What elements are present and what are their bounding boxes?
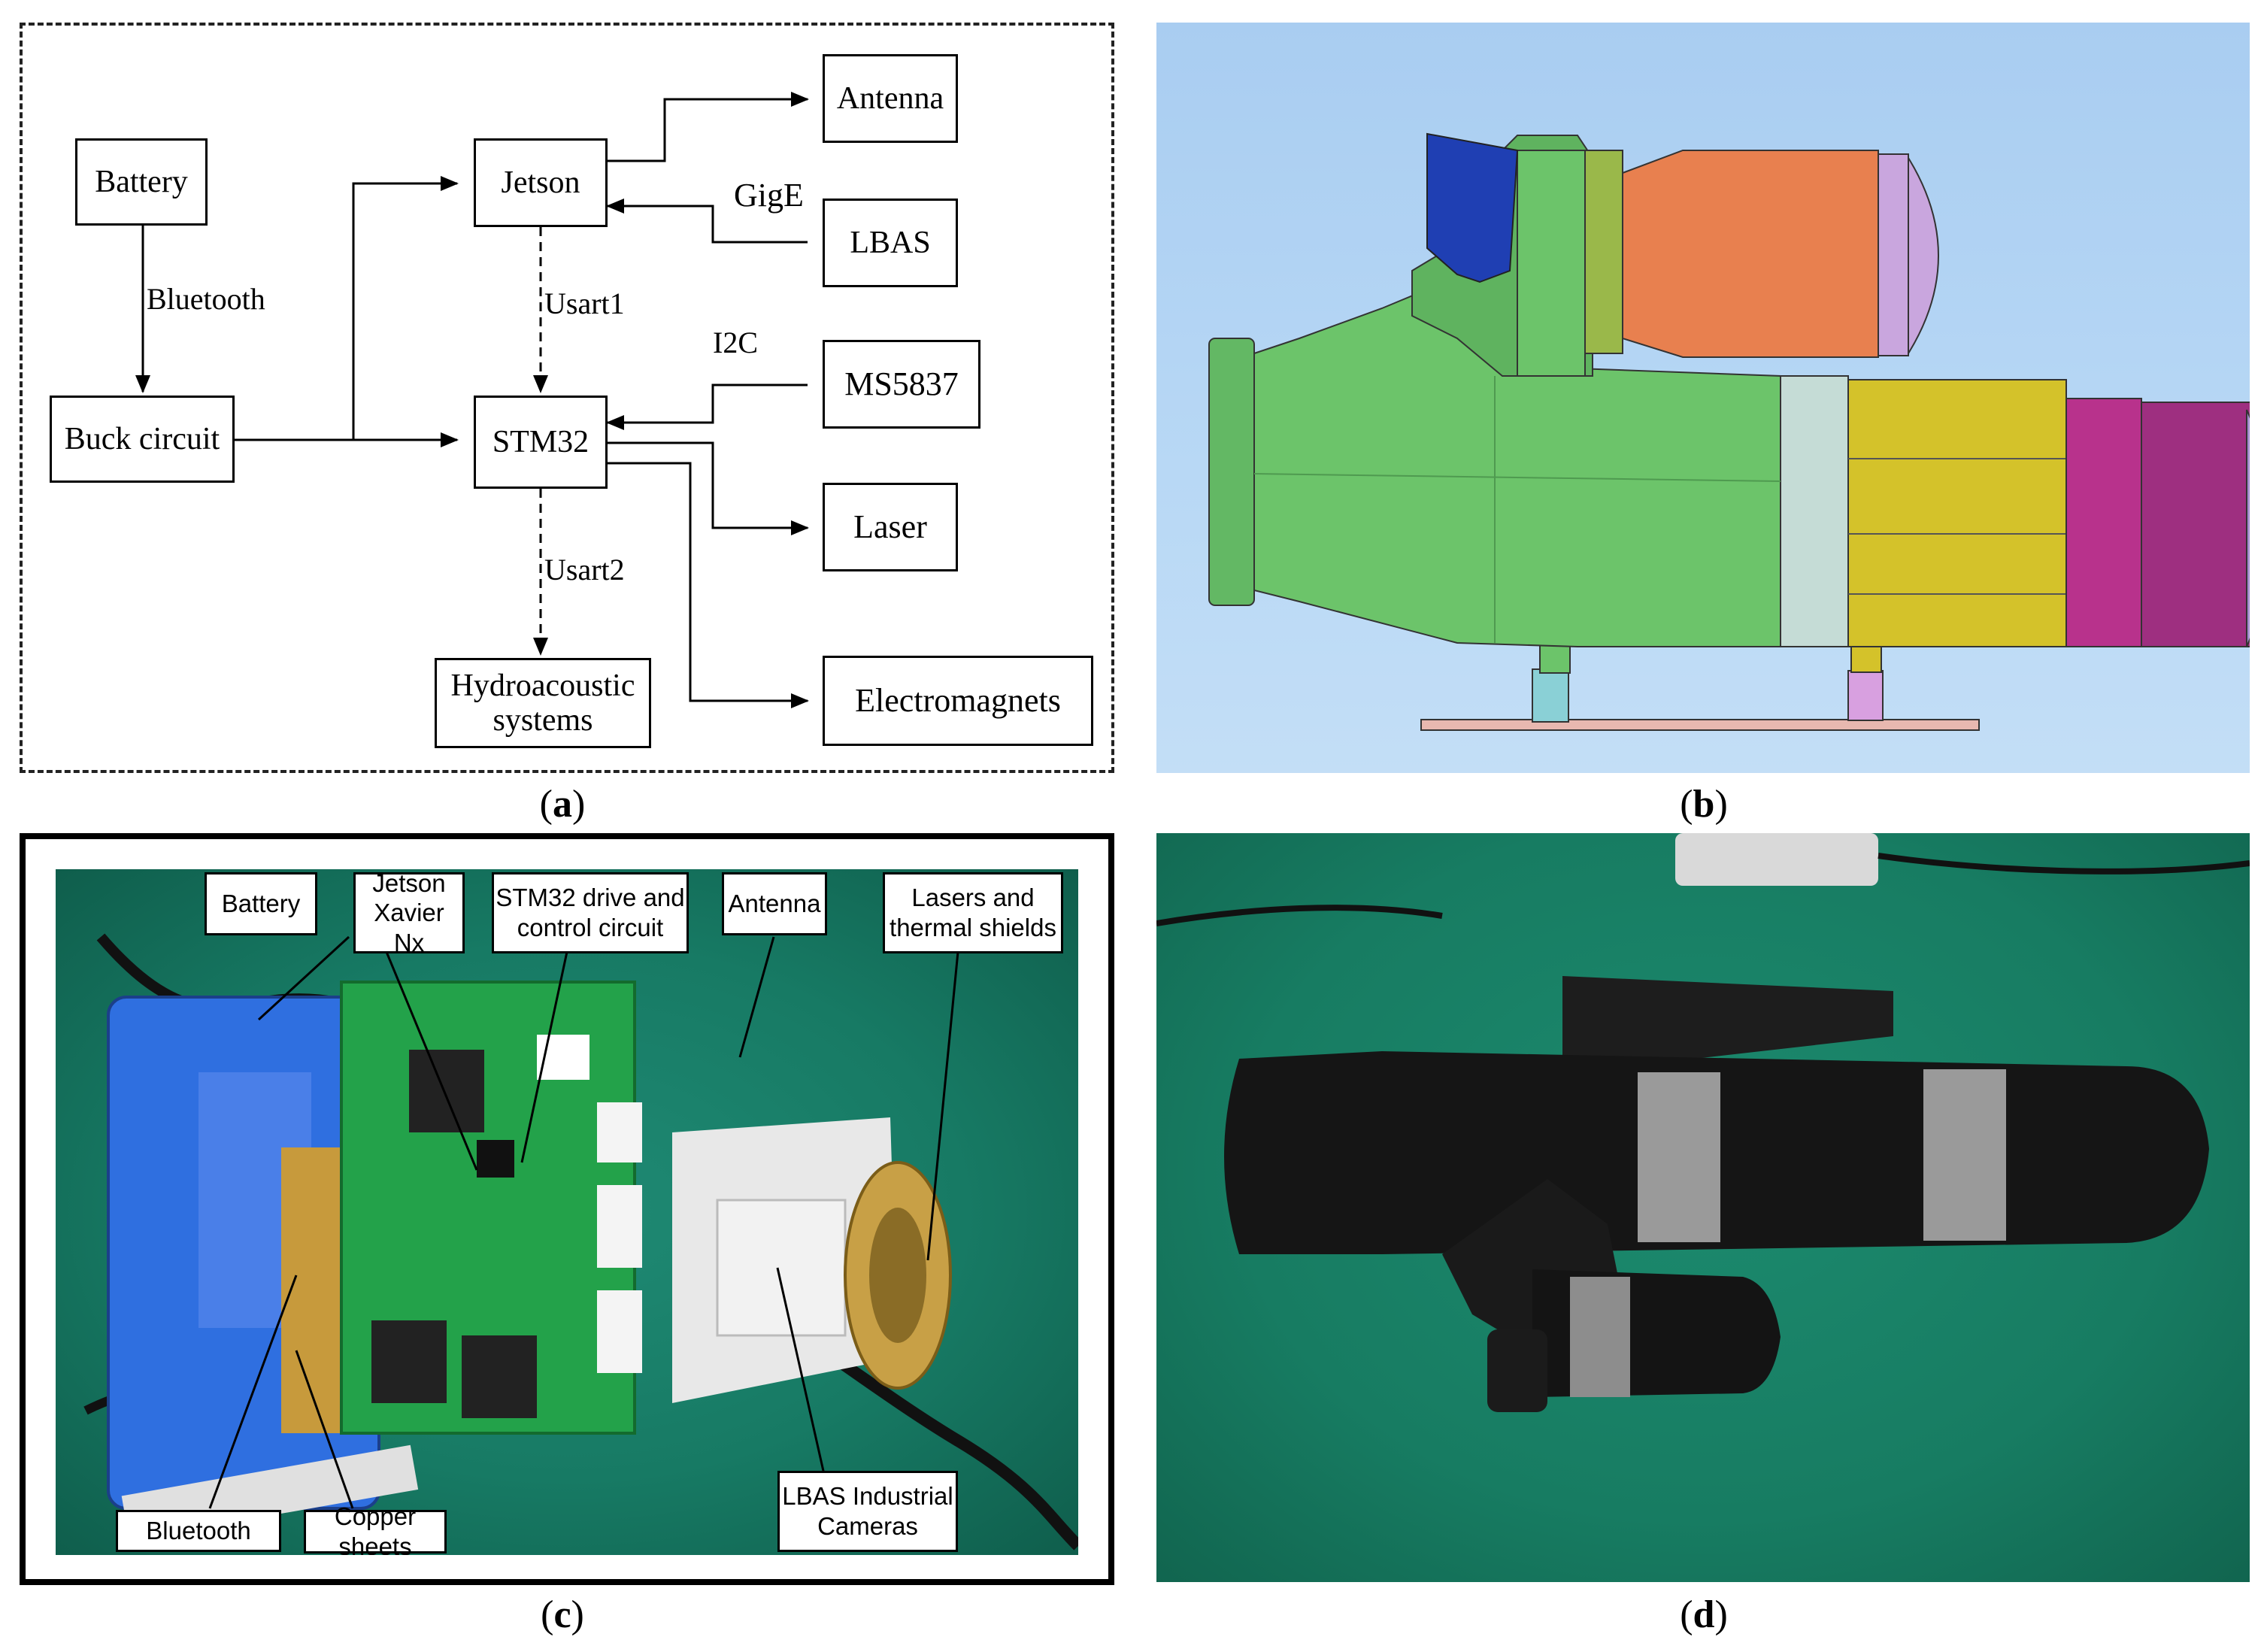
mcu-chip — [477, 1140, 514, 1178]
hardware-photo: Battery Jetson Xavier Nx STM32 drive and… — [56, 869, 1078, 1555]
power-module — [371, 1320, 447, 1403]
copper-sheet — [281, 1147, 349, 1433]
cad-green-neck-side — [1517, 150, 1586, 377]
cad-magenta-section — [2065, 398, 2142, 647]
callout-stm32-circuit: STM32 drive and control circuit — [492, 872, 689, 953]
pcb-connector — [597, 1102, 642, 1162]
edge-jetson-antenna — [608, 92, 809, 162]
power-module — [409, 1050, 484, 1132]
caption-d: (d) — [1680, 1593, 1728, 1636]
cable-gland — [1487, 1329, 1547, 1412]
cad-blue-cap — [1426, 132, 1519, 283]
hardware-photo-panel: Battery Jetson Xavier Nx STM32 drive and… — [20, 833, 1114, 1585]
block-diagram-connectors — [135, 92, 809, 708]
callout-battery: Battery — [205, 872, 317, 935]
cad-magenta-section-2 — [2141, 402, 2255, 647]
node-stm32: STM32 — [474, 396, 608, 489]
steel-band — [1638, 1072, 1720, 1242]
hardware-photo-illustration — [83, 933, 1078, 1550]
cad-model-illustration — [1208, 132, 2267, 731]
edge-label-i2c: I2C — [713, 326, 758, 359]
caption-b: (b) — [1680, 783, 1728, 826]
mounting-plate — [1562, 976, 1893, 1074]
cad-teal-band — [1780, 375, 1849, 647]
pcb-connector — [597, 1185, 642, 1268]
node-ms5837: MS5837 — [823, 340, 980, 429]
node-antenna: Antenna — [823, 54, 958, 143]
edge-stm32-electromagnets — [608, 462, 809, 708]
cad-render-panel — [1156, 23, 2267, 773]
cad-olive-ring — [1584, 150, 1623, 354]
cad-base-plate — [1420, 719, 1980, 731]
callout-lbas-cameras: LBAS Industrial Cameras — [777, 1471, 958, 1552]
node-hydroacoustic: Hydroacoustic systems — [435, 658, 651, 748]
edge-stm32-laser — [608, 441, 809, 535]
cad-foot — [1847, 670, 1884, 721]
pcb-connector — [537, 1035, 589, 1080]
node-battery: Battery — [75, 138, 208, 226]
callout-antenna: Antenna — [722, 872, 827, 935]
node-buck-circuit: Buck circuit — [50, 396, 235, 483]
cad-end-dome — [2246, 409, 2267, 647]
cad-green-body — [1253, 247, 1781, 647]
edge-label-gige: GigE — [734, 177, 804, 214]
cad-yellow-section — [1847, 379, 2067, 647]
background-equipment — [1675, 833, 1878, 886]
cad-orange-cylinder — [1622, 150, 1879, 358]
cad-lavender-ring — [1878, 153, 1909, 356]
camera-tube — [1532, 1269, 1781, 1397]
caption-c: (c) — [541, 1593, 584, 1636]
steel-band — [1570, 1277, 1630, 1397]
caption-a: (a) — [539, 783, 586, 826]
block-diagram-panel: Battery Buck circuit Jetson STM32 Hydroa… — [20, 23, 1114, 773]
edge-buck-jetson — [352, 176, 459, 440]
edge-ms5837-stm32 — [606, 383, 808, 430]
camera-body — [716, 1199, 847, 1337]
cad-foot — [1532, 668, 1569, 723]
assembled-device-illustration — [1156, 833, 2250, 1412]
callout-jetson-xavier: Jetson Xavier Nx — [353, 869, 465, 956]
laser-brass-ring-inner — [869, 1208, 926, 1343]
power-module — [462, 1335, 537, 1418]
callout-lasers-thermal: Lasers and thermal shields — [883, 872, 1063, 953]
callout-bluetooth: Bluetooth — [116, 1510, 281, 1552]
edge-lbas-jetson — [606, 199, 808, 244]
edge-label-usart1: Usart1 — [544, 286, 625, 320]
node-jetson: Jetson — [474, 138, 608, 227]
edge-label-usart2: Usart2 — [544, 553, 625, 587]
callout-copper-sheets: Copper sheets — [304, 1502, 447, 1555]
cad-lavender-dome — [1908, 155, 1939, 356]
node-laser: Laser — [823, 483, 958, 571]
pcb-connector — [597, 1290, 642, 1373]
edge-label-bluetooth: Bluetooth — [147, 282, 265, 316]
cad-green-flange — [1208, 338, 1255, 606]
assembled-photo-panel — [1156, 833, 2250, 1582]
node-electromagnets: Electromagnets — [823, 656, 1093, 746]
node-lbas: LBAS — [823, 199, 958, 287]
steel-band — [1923, 1069, 2006, 1241]
